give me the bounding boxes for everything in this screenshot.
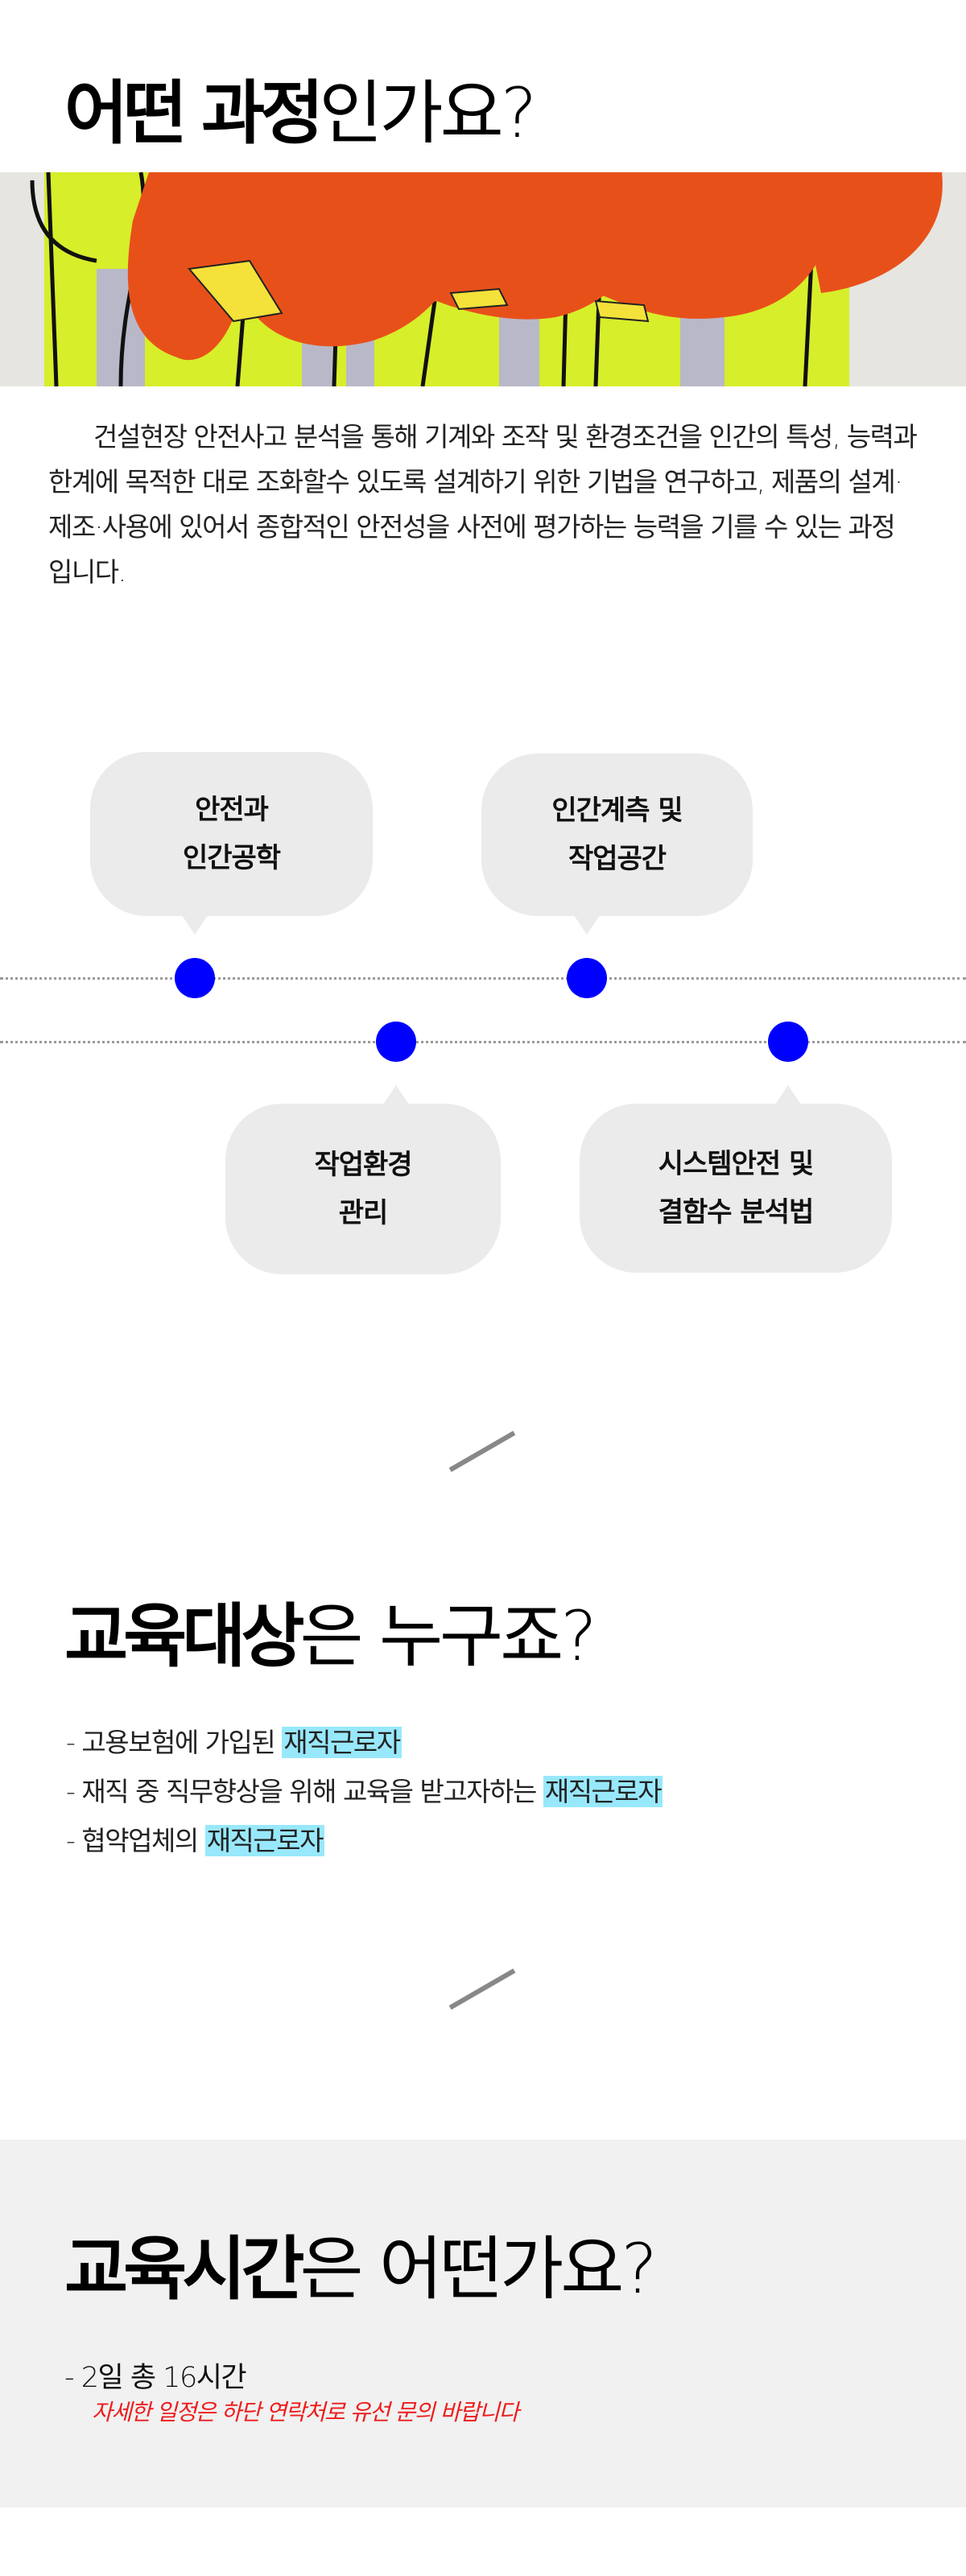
item-text: - 고용보험에 가입된	[66, 1727, 283, 1758]
timeline-dotted-line-top	[0, 977, 966, 980]
hours-heading: 교육시간은 어떤가요?	[64, 2235, 658, 2304]
target-heading: 교육대상은 누구죠?	[64, 1602, 597, 1671]
timeline-dot-1	[175, 958, 215, 998]
highlight-worker: 재직근로자	[543, 1776, 663, 1807]
hours-heading-light: 은 어떤가요?	[299, 2229, 658, 2310]
bubble-pointer	[574, 915, 600, 935]
slash-divider-icon	[448, 1968, 516, 2010]
timeline-bubble-system-safety-fta: 시스템안전 및 결함수 분석법	[580, 1104, 892, 1273]
timeline-bubble-work-environment: 작업환경 관리	[225, 1104, 501, 1274]
bubble-line: 인간공학	[182, 842, 281, 874]
bubble-line: 작업공간	[568, 843, 667, 875]
item-text: - 재직 중 직무향상을 위해 교육을 받고자하는	[66, 1776, 543, 1807]
safety-gear-photo	[0, 172, 966, 386]
hours-section-background	[0, 2140, 966, 2508]
bubble-line: 작업환경	[314, 1149, 412, 1181]
bubble-line: 안전과	[195, 794, 269, 826]
target-list: - 고용보험에 가입된 재직근로자 - 재직 중 직무향상을 위해 교육을 받고…	[66, 1718, 663, 1865]
timeline-dot-4	[768, 1022, 808, 1062]
process-heading-light: 인가요?	[319, 73, 537, 154]
process-heading: 어떤 과정인가요?	[64, 79, 537, 148]
slash-divider-icon	[448, 1430, 516, 1472]
target-list-item: - 협약업체의 재직근로자	[66, 1816, 663, 1865]
timeline-bubble-safety-ergonomics: 안전과 인간공학	[90, 752, 373, 916]
bubble-line: 결함수 분석법	[658, 1196, 815, 1228]
bubble-pointer	[383, 1085, 409, 1104]
bubble-pointer	[775, 1085, 801, 1104]
bubble-pointer	[182, 915, 208, 935]
schedule-note: 자세한 일정은 하단 연락처로 유선 문의 바랍니다	[92, 2399, 519, 2425]
timeline-dot-3	[376, 1022, 416, 1062]
process-description: 건설현장 안전사고 분석을 통해 기계와 조작 및 환경조건을 인간의 특성, …	[48, 421, 918, 588]
bubble-line: 시스템안전 및	[658, 1148, 815, 1180]
hours-text: - 2일 총 16시간	[64, 2362, 247, 2394]
timeline-dotted-line-bottom	[0, 1041, 966, 1043]
target-list-item: - 재직 중 직무향상을 위해 교육을 받고자하는 재직근로자	[66, 1767, 663, 1816]
item-text: - 협약업체의	[66, 1825, 205, 1856]
highlight-worker: 재직근로자	[204, 1825, 324, 1856]
bubble-line: 인간계측 및	[551, 795, 683, 827]
process-heading-bold: 어떤 과정	[64, 73, 324, 154]
hours-heading-bold: 교육시간	[64, 2229, 304, 2310]
highlight-worker: 재직근로자	[282, 1727, 402, 1758]
target-heading-light: 은 누구죠?	[299, 1596, 597, 1677]
bubble-line: 관리	[338, 1197, 389, 1229]
target-heading-bold: 교육대상	[64, 1596, 304, 1677]
target-list-item: - 고용보험에 가입된 재직근로자	[66, 1718, 663, 1767]
timeline-dot-2	[567, 958, 607, 998]
timeline-bubble-anthropometry-workspace: 인간계측 및 작업공간	[481, 753, 753, 916]
